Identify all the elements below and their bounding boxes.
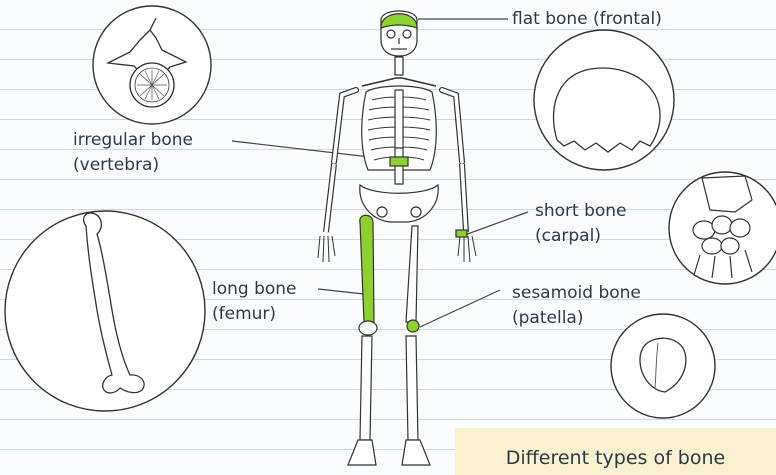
label-long-bone: long bone (femur) [212, 277, 297, 326]
label-flat-bone-text: flat bone (frontal) [512, 7, 662, 32]
label-short-bone-line1: short bone [535, 199, 627, 224]
label-irregular-bone: irregular bone (vertebra) [73, 128, 193, 177]
leader-short [462, 212, 528, 236]
label-short-bone: short bone (carpal) [535, 199, 627, 248]
label-irregular-bone-line2: (vertebra) [73, 153, 193, 178]
patella-highlight [407, 320, 419, 332]
carpal-highlight [456, 230, 467, 237]
label-sesamoid-bone: sesamoid bone (patella) [512, 281, 641, 330]
label-irregular-bone-line1: irregular bone [73, 128, 193, 153]
label-flat-bone: flat bone (frontal) [512, 7, 662, 32]
vertebra-circle-illustration [93, 6, 211, 124]
leader-long [318, 289, 364, 294]
skeleton-figure [318, 11, 476, 465]
leader-sesamoid [420, 290, 500, 327]
pelvis [360, 185, 438, 222]
label-sesamoid-bone-line1: sesamoid bone [512, 281, 641, 306]
label-sesamoid-bone-line2: (patella) [512, 306, 641, 331]
label-long-bone-line1: long bone [212, 277, 297, 302]
caption-box: Different types of bone [455, 428, 776, 475]
femur-circle-illustration [5, 211, 205, 411]
femur-highlight [360, 215, 374, 322]
caption-text: Different types of bone [506, 447, 725, 469]
carpal-bones-circle-illustration [669, 172, 776, 284]
frontal-bone-circle-illustration [534, 30, 674, 170]
label-long-bone-line2: (femur) [212, 302, 297, 327]
label-short-bone-line2: (carpal) [535, 224, 627, 249]
vertebra-highlight [390, 157, 408, 166]
